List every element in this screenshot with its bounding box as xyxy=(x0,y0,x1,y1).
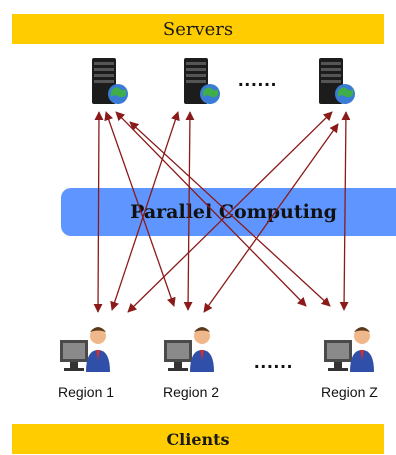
client-user-icon xyxy=(164,327,214,372)
client-user-icon xyxy=(60,327,110,372)
clients-band: Clients xyxy=(12,424,384,454)
client-ellipsis: ...... xyxy=(254,351,294,373)
arrow-link xyxy=(183,111,195,311)
clients-label: Clients xyxy=(166,429,230,449)
servers-band: Servers xyxy=(12,14,384,44)
arrow-link xyxy=(129,121,331,307)
region-label: Region 2 xyxy=(163,384,220,400)
server-icon xyxy=(92,58,128,104)
arrow-link xyxy=(339,111,351,311)
arrow-link xyxy=(127,111,333,313)
arrow-link xyxy=(93,111,104,313)
client-user-icon xyxy=(324,327,374,372)
servers-label: Servers xyxy=(162,18,234,40)
region-label: Region 1 xyxy=(58,384,115,400)
region-label: Region Z xyxy=(321,384,378,400)
server-icon xyxy=(319,58,355,104)
arrow-link xyxy=(203,123,339,313)
server-icon xyxy=(184,58,220,104)
server-ellipsis: ...... xyxy=(238,69,278,91)
